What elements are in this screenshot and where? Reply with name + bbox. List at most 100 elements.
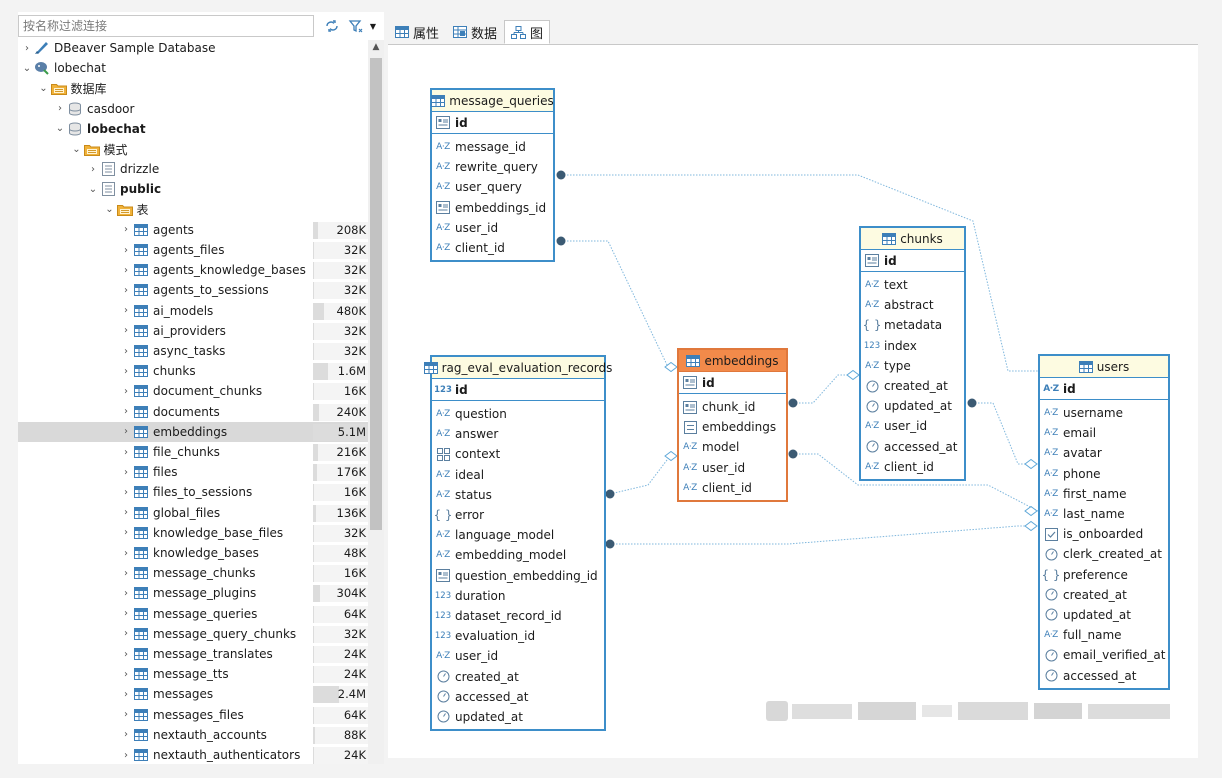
column-error[interactable]: { }error (433, 508, 485, 523)
chevron-right-icon[interactable]: › (124, 365, 128, 377)
column-updated_at[interactable]: updated_at (1040, 605, 1168, 625)
tab-table[interactable]: 属性 (388, 20, 446, 44)
chevron-down-icon[interactable]: ⌄ (22, 62, 32, 74)
relation-message-queries-users[interactable] (561, 174, 1038, 372)
chevron-right-icon[interactable]: › (91, 163, 95, 175)
chevron-right-icon[interactable]: › (124, 628, 128, 640)
tree-node-lobechat[interactable]: ⌄lobechat (18, 119, 368, 139)
scroll-up-icon[interactable]: ▲ (372, 42, 380, 52)
entity-title[interactable]: embeddings (679, 350, 786, 372)
relation-embeddings-users[interactable] (793, 453, 1039, 512)
relation-message-queries-embeddings[interactable] (561, 240, 677, 368)
tree-node-数据库[interactable]: ⌄数据库 (18, 78, 368, 98)
relation-chunks-users[interactable] (972, 402, 1038, 465)
chevron-right-icon[interactable]: › (124, 648, 128, 660)
chevron-right-icon[interactable]: › (124, 244, 128, 256)
column-accessed_at[interactable]: accessed_at (1040, 665, 1168, 685)
entity-title[interactable]: chunks (861, 228, 964, 250)
chevron-right-icon[interactable]: › (124, 426, 128, 438)
column-metadata[interactable]: { }metadata (862, 318, 943, 333)
column-created_at[interactable]: created_at (1040, 585, 1168, 605)
chevron-right-icon[interactable]: › (124, 507, 128, 519)
chevron-down-icon[interactable]: ⌄ (105, 204, 114, 216)
chevron-down-icon[interactable]: ⌄ (72, 143, 81, 155)
primary-key-column[interactable]: id (432, 112, 553, 134)
primary-key-column[interactable]: id (861, 250, 964, 272)
chevron-right-icon[interactable]: › (124, 547, 128, 559)
chevron-right-icon[interactable]: › (124, 466, 128, 478)
chevron-right-icon[interactable]: › (124, 224, 128, 236)
chevron-right-icon[interactable]: › (124, 385, 128, 397)
chevron-right-icon[interactable]: › (124, 446, 128, 458)
chevron-right-icon[interactable]: › (124, 668, 128, 680)
entity-title[interactable]: message_queries (431, 90, 554, 112)
entity-title[interactable]: rag_eval_evaluation_records (423, 357, 612, 379)
chevron-right-icon[interactable]: › (124, 264, 128, 276)
navigator-scrollbar[interactable]: ▲ (368, 40, 384, 764)
column-updated_at[interactable]: updated_at (861, 396, 964, 416)
chevron-right-icon[interactable]: › (124, 406, 128, 418)
column-embeddings[interactable]: embeddings (679, 417, 786, 437)
tree-node-casdoor[interactable]: ›casdoor (18, 99, 368, 119)
tree-node-lobechat[interactable]: ⌄lobechat (18, 58, 368, 78)
filter-icon[interactable] (346, 16, 366, 36)
filter-dropdown-icon[interactable]: ▼ (369, 21, 377, 31)
chevron-right-icon[interactable]: › (124, 749, 128, 761)
tree-node-public[interactable]: ⌄public (18, 179, 368, 199)
chevron-down-icon[interactable]: ⌄ (39, 82, 48, 94)
chevron-down-icon[interactable]: ⌄ (55, 123, 65, 135)
chevron-right-icon[interactable]: › (25, 42, 29, 54)
chevron-down-icon[interactable]: ⌄ (88, 183, 98, 195)
connection-filter-input[interactable] (18, 15, 314, 37)
chevron-right-icon[interactable]: › (124, 284, 128, 296)
column-clerk_created_at[interactable]: clerk_created_at (1040, 544, 1168, 564)
column-accessed_at[interactable]: accessed_at (432, 687, 604, 707)
link-editor-icon[interactable] (322, 16, 342, 36)
tab-diagram[interactable]: 图 (504, 20, 551, 44)
column-updated_at[interactable]: updated_at (432, 707, 604, 727)
